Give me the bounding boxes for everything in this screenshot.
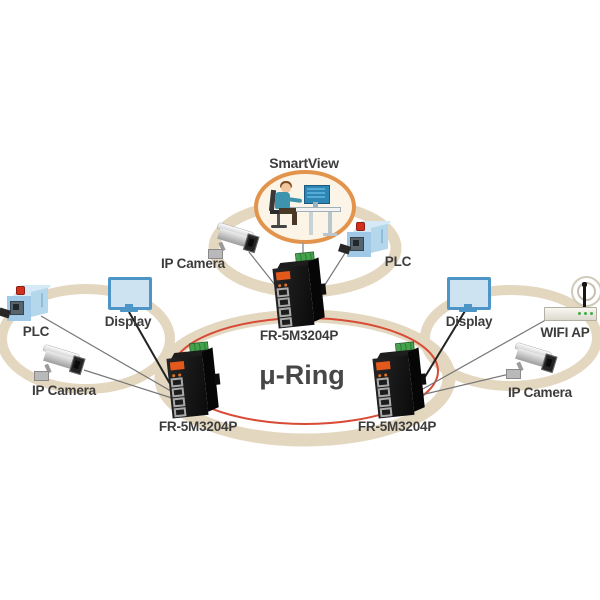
rj45-port-icon [170, 377, 184, 388]
antenna-icon [582, 282, 587, 308]
left-switch-icon [166, 341, 224, 422]
top-camera-label: IP Camera [161, 256, 225, 271]
right-switch-icon [372, 341, 430, 422]
camera-mount-icon [34, 371, 49, 381]
wifi-ap-icon [544, 276, 600, 324]
link-leftdisplay-leftswitch [128, 311, 174, 390]
din-rail-clip-icon [320, 283, 327, 295]
rj45-port-icon [279, 317, 293, 328]
rj45-port-icon [377, 387, 391, 398]
right-display-label: Display [445, 314, 493, 329]
link-rightdisplay-rightswitch [419, 310, 466, 386]
right-camera-label: IP Camera [508, 385, 572, 400]
top-switch-icon [272, 251, 330, 332]
left-ip-camera-icon [34, 344, 92, 384]
link-leftcamera-leftswitch [83, 369, 176, 400]
led-icon [578, 312, 581, 315]
operator-workstation-icon [265, 181, 343, 237]
left-camera-label: IP Camera [32, 383, 96, 398]
switch-front-label-icon [169, 361, 185, 371]
din-rail-clip-icon [420, 373, 427, 385]
rj45-port-icon [376, 377, 390, 388]
rj45-port-icon [172, 397, 186, 408]
plc-button-icon [16, 286, 25, 295]
left-plc-icon [0, 283, 60, 329]
top-switch-label: FR-5M3204P [259, 328, 339, 343]
switch-front-label-icon [375, 361, 391, 371]
plc-button-icon [356, 222, 365, 231]
wifi-ap-label: WIFI AP [540, 325, 590, 340]
link-wifiap-rightswitch [420, 316, 552, 391]
top-ip-camera-icon [208, 222, 266, 262]
rj45-port-icon [173, 407, 187, 418]
link-rightcamera-rightswitch [420, 371, 519, 396]
camera-mount-icon [506, 369, 521, 379]
left-cluster-ring [0, 284, 175, 394]
din-rail-clip-icon [214, 373, 221, 385]
rj45-port-icon [379, 407, 393, 418]
rj45-port-icon [276, 287, 290, 298]
camera-mount-icon [208, 249, 223, 259]
left-display-label: Display [104, 314, 152, 329]
led-icon [584, 312, 587, 315]
switch-front-label-icon [275, 271, 291, 281]
led-icon [590, 312, 593, 315]
person-icon [281, 183, 291, 193]
top-plc-icon [338, 219, 400, 265]
smartview-label: SmartView [269, 155, 339, 171]
right-switch-label: FR-5M3204P [357, 419, 437, 434]
rj45-port-icon [171, 387, 185, 398]
top-plc-label: PLC [384, 254, 412, 269]
link-leftplc-leftswitch [40, 315, 177, 395]
left-display-icon [108, 277, 152, 313]
left-plc-label: PLC [22, 324, 50, 339]
rj45-port-icon [277, 297, 291, 308]
rj45-port-icon [278, 307, 292, 318]
right-ip-camera-icon [506, 342, 564, 382]
rj45-port-icon [378, 397, 392, 408]
right-display-icon [447, 277, 491, 313]
ring-title: μ-Ring [259, 360, 345, 390]
left-switch-label: FR-5M3204P [158, 419, 238, 434]
